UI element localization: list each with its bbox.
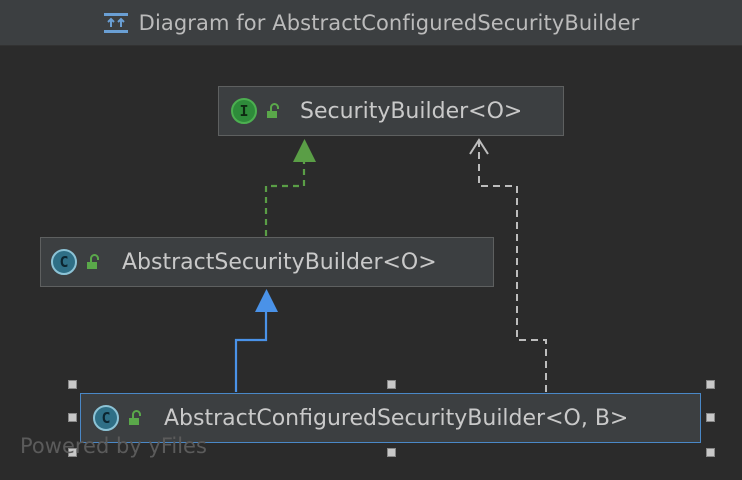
diagram-title: Diagram for AbstractConfiguredSecurityBu… — [138, 10, 640, 35]
abstract-class-badge-icon: C — [51, 249, 77, 275]
resize-handle-bottom-left[interactable] — [68, 448, 77, 457]
class-diagram-icon — [103, 12, 128, 33]
resize-handle-bottom-right[interactable] — [706, 448, 715, 457]
resize-handle-bottom-center[interactable] — [387, 448, 396, 457]
edge-extends-blue-arrowhead — [255, 289, 278, 312]
node-security-builder[interactable]: I SecurityBuilder<O> — [218, 86, 564, 136]
node-abstract-security-builder[interactable]: C AbstractSecurityBuilder<O> — [40, 237, 494, 287]
node-abstract-configured-security-builder[interactable]: C AbstractConfiguredSecurityBuilder<O, B… — [80, 393, 701, 443]
resize-handle-middle-right[interactable] — [706, 413, 715, 422]
edge-implements-gray[interactable] — [478, 142, 547, 392]
diagram-title-bar: Diagram for AbstractConfiguredSecurityBu… — [0, 0, 742, 46]
edge-implements-green-arrowhead — [293, 139, 316, 162]
title-wrap: Diagram for AbstractConfiguredSecurityBu… — [103, 11, 640, 35]
interface-badge-icon: I — [231, 98, 257, 124]
resize-handle-top-right[interactable] — [706, 380, 715, 389]
public-unlock-icon — [87, 254, 99, 269]
node-label: AbstractSecurityBuilder<O> — [122, 249, 437, 275]
edge-implements-gray-arrowhead — [469, 138, 489, 155]
public-unlock-icon — [129, 410, 141, 425]
yfiles-watermark: Powered by yFiles — [20, 434, 207, 458]
resize-handle-middle-left[interactable] — [68, 413, 77, 422]
node-label: AbstractConfiguredSecurityBuilder<O, B> — [164, 405, 629, 431]
edge-implements-green[interactable] — [264, 162, 306, 236]
node-label: SecurityBuilder<O> — [300, 98, 523, 124]
public-unlock-icon — [267, 103, 279, 118]
abstract-class-badge-icon: C — [93, 405, 119, 431]
resize-handle-top-center[interactable] — [387, 380, 396, 389]
edge-extends-blue[interactable] — [234, 312, 268, 392]
resize-handle-top-left[interactable] — [68, 380, 77, 389]
